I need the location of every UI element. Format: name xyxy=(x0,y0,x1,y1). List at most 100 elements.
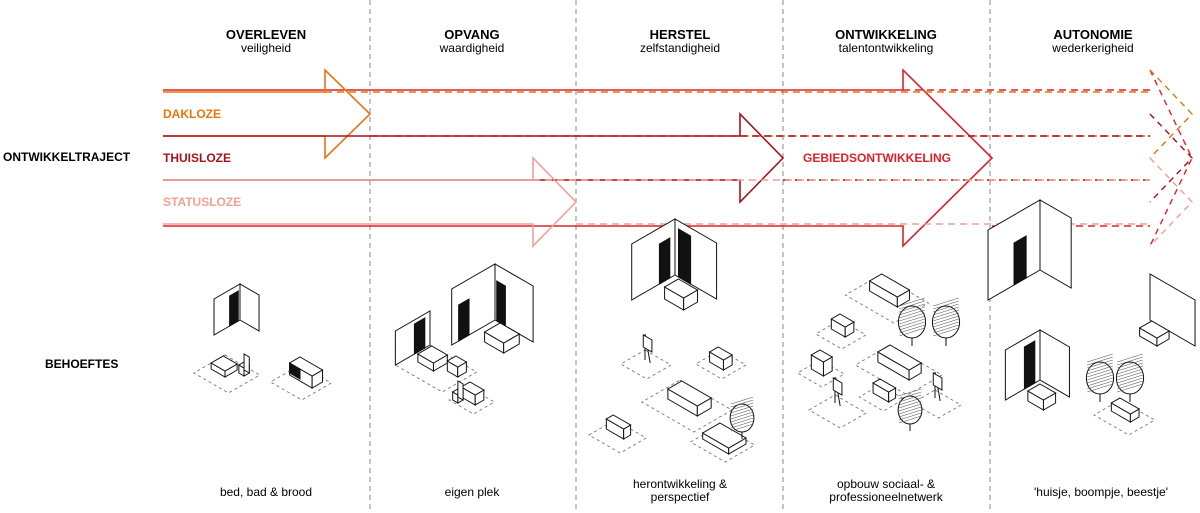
tree-hatch xyxy=(899,325,925,333)
stage-caption: professioneelnetwerk xyxy=(829,490,943,504)
box-top xyxy=(418,346,447,363)
floor-outline xyxy=(696,350,746,379)
floor-outline xyxy=(589,420,646,453)
box-top xyxy=(1028,384,1056,400)
tree-icon xyxy=(1085,354,1115,402)
table xyxy=(461,382,484,405)
easel-icon xyxy=(833,377,842,406)
tree-hatch xyxy=(933,310,959,318)
track-label-statusloze: STATUSLOZE xyxy=(163,195,241,209)
tree-hatch xyxy=(899,413,921,420)
door-panel xyxy=(414,318,424,354)
tree-hatch xyxy=(899,319,925,327)
arrow-thuisloze-outline xyxy=(163,112,785,204)
tree-hatch xyxy=(731,421,753,428)
tree-icon xyxy=(931,298,961,346)
tree-hatch xyxy=(1087,363,1113,371)
floor-outline xyxy=(845,275,928,323)
stage-headers: OVERLEVEN veiligheid OPVANG waardigheid … xyxy=(226,27,1134,55)
tree-hatch xyxy=(899,392,921,399)
floor-outline xyxy=(449,388,494,414)
box-top xyxy=(211,356,237,371)
arrow-thuisloze-dash-head xyxy=(1149,113,1193,203)
isometric-drawings xyxy=(194,200,1195,462)
tree-icon xyxy=(897,389,923,431)
tree-hatch xyxy=(1087,375,1113,383)
tree-hatch xyxy=(899,395,921,402)
floor-outline xyxy=(809,395,866,428)
row-label-needs: BEHOEFTES xyxy=(45,357,118,371)
floor-outline xyxy=(816,320,866,349)
tree-hatch xyxy=(899,407,921,414)
bench xyxy=(606,415,630,439)
floor-outline xyxy=(1094,400,1155,435)
box-top xyxy=(668,381,711,406)
tree-hatch xyxy=(731,424,753,431)
stage-title: ONTWIKKELING xyxy=(835,27,937,42)
tree-hatch xyxy=(731,406,753,413)
box-top xyxy=(290,357,323,376)
tree-hatch xyxy=(933,313,959,321)
box-top xyxy=(485,323,520,343)
tree-hatch xyxy=(1087,354,1113,362)
box-top xyxy=(461,382,484,395)
round-table xyxy=(1140,321,1169,346)
tree-hatch xyxy=(1117,378,1143,386)
floor-outline xyxy=(621,350,671,379)
tree-hatch xyxy=(1087,372,1113,380)
meeting-table xyxy=(668,381,711,416)
box-top xyxy=(870,274,910,297)
tree-hatch xyxy=(899,313,925,321)
tree-hatch xyxy=(1117,357,1143,365)
tree-hatch xyxy=(1087,369,1113,377)
stage-captions: bed, bad & brood eigen plek herontwikkel… xyxy=(220,477,1168,504)
arrow-thuisloze xyxy=(163,112,1193,204)
track-label-gebiedsontwikkeling: GEBIEDSONTWIKKELING xyxy=(803,151,951,165)
door-panel xyxy=(230,291,239,326)
floor-outline xyxy=(859,385,904,411)
cupboard-panel xyxy=(497,281,506,326)
box-top xyxy=(447,356,466,367)
box-top xyxy=(811,350,832,362)
stage-caption: bed, bad & brood xyxy=(220,485,312,499)
tree-hatch xyxy=(1117,381,1143,389)
tree-hatch xyxy=(899,410,921,417)
tree-crown xyxy=(897,395,923,425)
trajectory-arrows xyxy=(163,68,1193,248)
tree-icon xyxy=(1115,354,1145,402)
tree-icon xyxy=(897,298,927,346)
tree-hatch xyxy=(933,328,959,336)
tree-hatch xyxy=(899,389,921,396)
box-top xyxy=(878,345,921,370)
bed xyxy=(211,356,237,377)
tree-hatch xyxy=(731,403,753,410)
box-top xyxy=(831,314,854,327)
front-door xyxy=(1014,236,1026,285)
tree-hatch xyxy=(933,325,959,333)
stage-title: OPVANG xyxy=(444,27,499,42)
tree-hatch xyxy=(1117,366,1143,374)
tree-hatch xyxy=(731,418,753,425)
tree-hatch xyxy=(1087,357,1113,365)
bed xyxy=(1028,384,1056,410)
tree-hatch xyxy=(1087,384,1113,392)
box-top xyxy=(710,347,733,360)
row-label-trajectory: ONTWIKKELTRAJECT xyxy=(3,150,131,164)
arrow-dakloze xyxy=(163,68,1193,160)
box-top xyxy=(873,379,896,392)
stage-subtitle: veiligheid xyxy=(241,41,291,55)
tree-icon xyxy=(729,397,755,439)
tree-hatch xyxy=(731,397,753,404)
stage-caption: perspectief xyxy=(651,490,710,504)
dark-panel xyxy=(290,363,300,379)
stage-caption: opbouw sociaal- & xyxy=(837,477,935,491)
tree-hatch xyxy=(899,304,925,312)
meeting-table xyxy=(870,274,910,307)
stage-subtitle: talentontwikkeling xyxy=(839,41,934,55)
planter-box xyxy=(703,423,746,454)
bed xyxy=(665,279,698,310)
easel-icon xyxy=(643,334,652,363)
bench xyxy=(873,379,896,402)
tree-hatch xyxy=(1117,384,1143,392)
tree-hatch xyxy=(1117,372,1143,380)
